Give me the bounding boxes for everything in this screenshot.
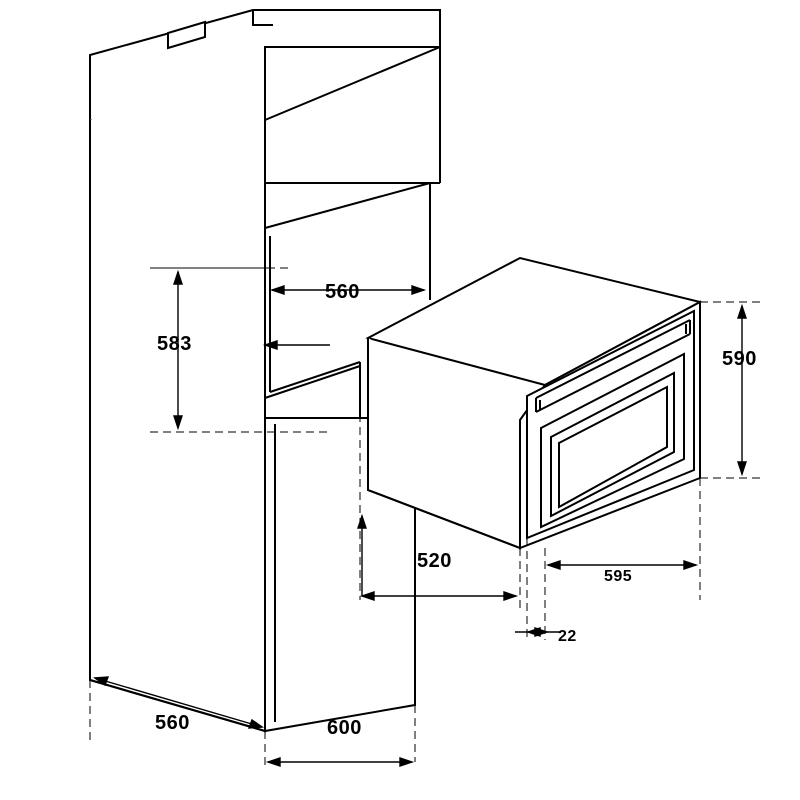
- oven-door: [526, 309, 695, 540]
- dimension-label-oven-width: 595: [604, 568, 633, 585]
- dimension-label-oven-door-offset: 22: [558, 628, 577, 645]
- dimension-label-cabinet-depth: 560: [155, 712, 190, 734]
- dimension-label-oven-height: 590: [722, 348, 757, 370]
- dimension-label-niche-width: 560: [325, 281, 360, 303]
- extension-lines: [89, 183, 760, 770]
- dimension-label-niche-height: 583: [157, 333, 192, 355]
- dimension-lines: [92, 269, 747, 767]
- dimension-label-niche-depth: 520: [417, 550, 452, 572]
- dimension-label-cabinet-front-width: 600: [327, 717, 362, 739]
